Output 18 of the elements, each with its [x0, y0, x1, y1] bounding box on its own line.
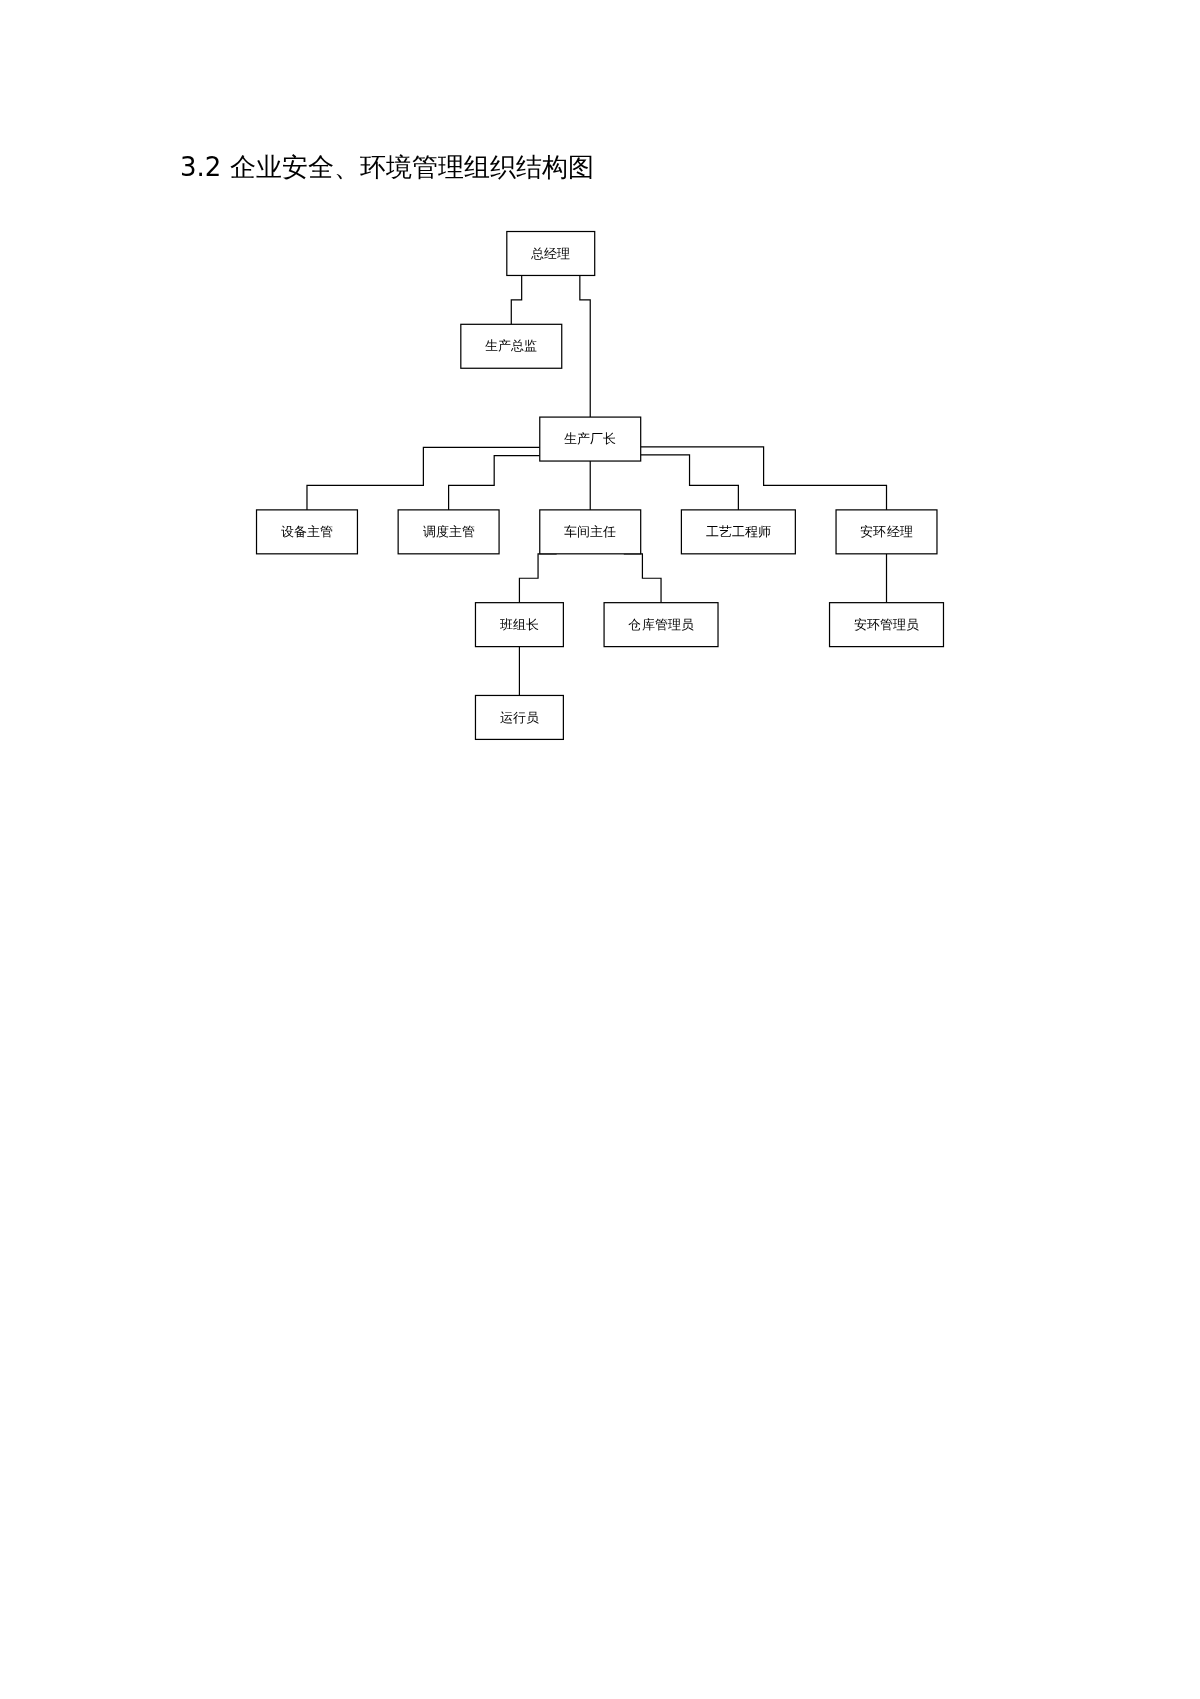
node-box: 设备主管	[255, 509, 359, 555]
node-box: 工艺工程师	[680, 509, 796, 555]
connector	[885, 553, 888, 604]
connector	[589, 460, 591, 511]
connector	[518, 646, 521, 697]
node-box: 总经理	[506, 230, 596, 277]
node-box: 班组长	[474, 602, 564, 648]
diagram-title: 3.2 企业安全、环境管理组织结构图	[180, 151, 595, 184]
node-box: 生产厂长	[539, 416, 642, 462]
node-box: 安环经理	[835, 509, 938, 555]
connector	[640, 454, 739, 511]
node-box: 安环管理员	[828, 602, 945, 648]
connector	[640, 446, 888, 511]
node-box: 调度主管	[397, 509, 500, 555]
node-box: 仓库管理员	[603, 602, 719, 648]
node-box: 生产总监	[460, 323, 563, 369]
node-box: 运行员	[474, 694, 564, 740]
node-box: 车间主任	[539, 509, 642, 555]
